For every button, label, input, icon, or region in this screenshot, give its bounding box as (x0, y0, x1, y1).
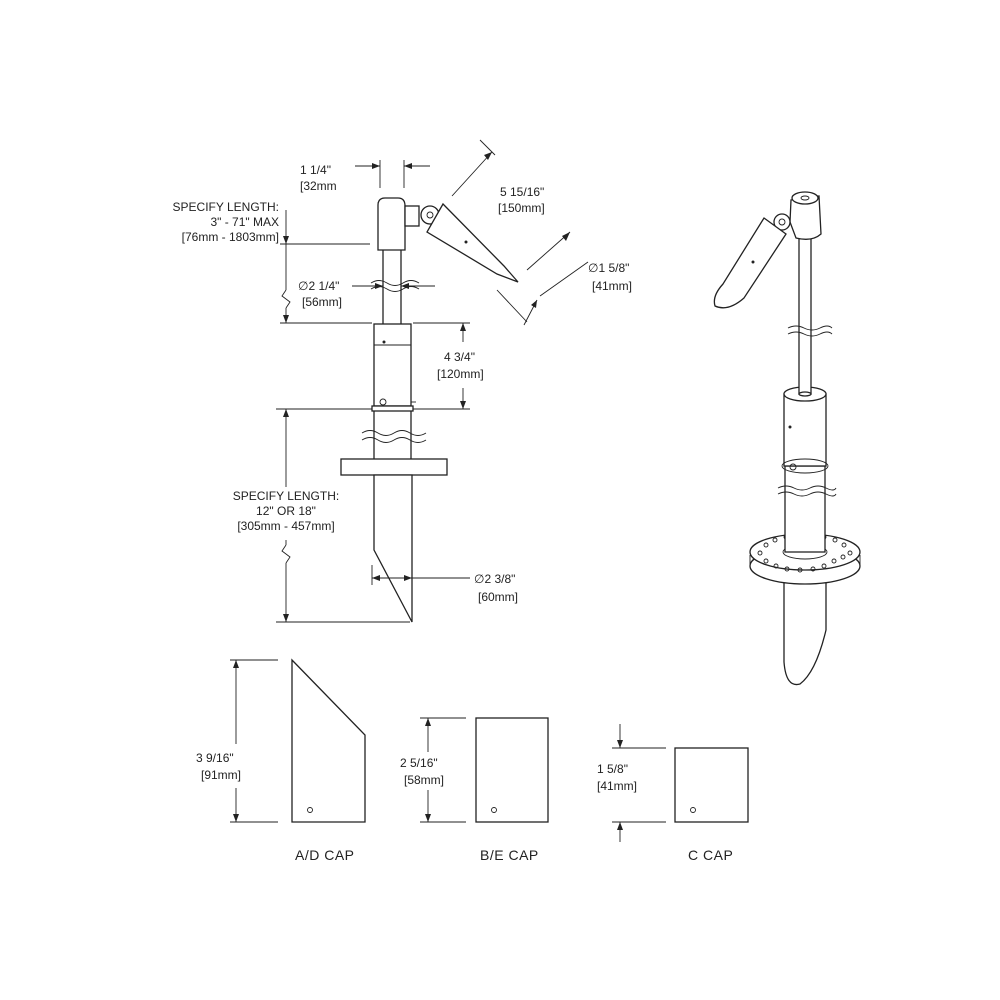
iso-sleeve (783, 393, 827, 467)
cap-ad-dim-metric: [91mm] (201, 768, 241, 782)
cap-c-dim-metric: [41mm] (597, 779, 637, 793)
stake-break-mark (361, 430, 427, 436)
sleeve (373, 323, 412, 407)
cap-ad-group: 3 9/16" [91mm] A/D CAP (196, 658, 366, 863)
stake-length-line2: 12" OR 18" (256, 504, 316, 518)
cap-c-dim-imperial: 1 5/8" (597, 762, 628, 776)
length-metric: [150mm] (498, 201, 545, 215)
cap-c-outline (674, 747, 749, 823)
front-elevation-view (340, 197, 519, 623)
stake-length-line3: [305mm - 457mm] (237, 519, 334, 533)
stake-diameter-imperial: ∅2 3/8" (474, 572, 515, 586)
rod-length-line1: SPECIFY LENGTH: (173, 200, 279, 214)
iso-stake-tube (784, 465, 826, 553)
rod-length-line3: [76mm - 1803mm] (182, 230, 279, 244)
width-metric: [32mm (300, 179, 337, 193)
iso-knuckle (773, 213, 791, 231)
rod-break-mark (370, 280, 420, 286)
rod-length-line2: 3" - 71" MAX (210, 215, 279, 229)
stake-diameter-metric: [60mm] (478, 590, 518, 604)
iso-light-head (713, 217, 787, 309)
dimension-labels: 1 1/4" [32mm 5 15/16" [150mm] SPECIFY LE… (173, 163, 633, 604)
cap-ad-label: A/D CAP (295, 847, 355, 863)
dimension-lines (276, 139, 589, 623)
isometric-view (713, 191, 861, 686)
cap-be-dim-metric: [58mm] (404, 773, 444, 787)
length-imperial: 5 15/16" (500, 185, 544, 199)
head-diameter-metric: [41mm] (592, 279, 632, 293)
cap-c-label: C CAP (688, 847, 733, 863)
light-head (426, 202, 519, 283)
stake-length-line1: SPECIFY LENGTH: (233, 489, 339, 503)
width-imperial: 1 1/4" (300, 163, 331, 177)
cap-be-outline (475, 717, 549, 823)
iso-stake-spike (783, 581, 827, 686)
rod-diameter-imperial: ∅2 1/4" (298, 279, 339, 293)
cap-be-label: B/E CAP (480, 847, 539, 863)
cap-ad-outline (291, 658, 366, 823)
stake-spike (373, 474, 413, 623)
iso-elbow (789, 195, 822, 240)
rod-diameter-metric: [56mm] (302, 295, 342, 309)
sleeve-height-metric: [120mm] (437, 367, 484, 381)
stake-flange (340, 458, 448, 476)
cap-ad-dim-imperial: 3 9/16" (196, 751, 234, 765)
cap-be-group: 2 5/16" [58mm] B/E CAP (400, 717, 549, 863)
sleeve-height-imperial: 4 3/4" (444, 350, 475, 364)
cap-c-group: 1 5/8" [41mm] C CAP (597, 724, 749, 863)
head-diameter-imperial: ∅1 5/8" (588, 261, 629, 275)
cap-be-dim-imperial: 2 5/16" (400, 756, 438, 770)
knuckle-block (404, 205, 420, 227)
elbow-fitting (377, 197, 406, 251)
iso-rod (798, 233, 812, 395)
